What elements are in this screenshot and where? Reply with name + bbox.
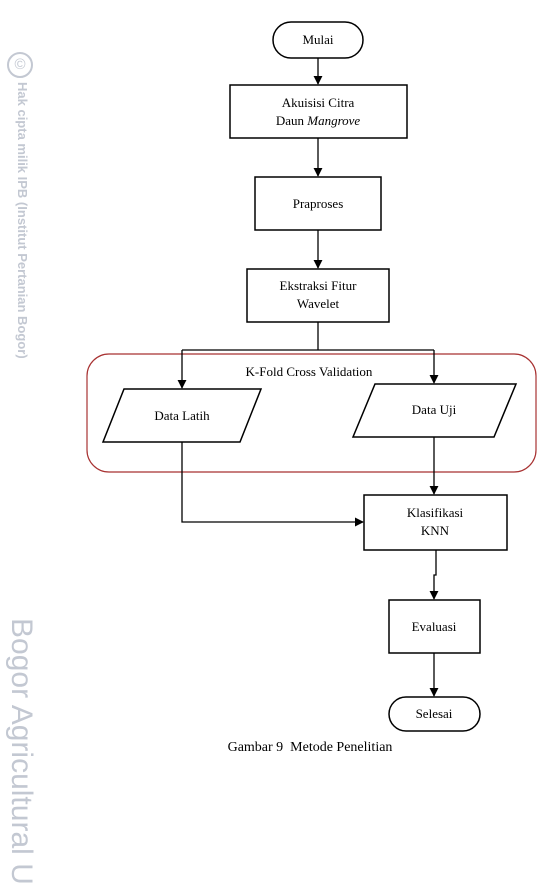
classify-label-line2: KNN (421, 523, 450, 538)
start-label: Mulai (302, 32, 333, 47)
figure-caption: Gambar 9 Metode Penelitian (227, 740, 393, 755)
test-data-label: Data Uji (412, 402, 457, 417)
test-data-io (351, 383, 518, 438)
acquisition-label-line2: Daun Mangrove (276, 113, 361, 128)
kfold-group-label: K-Fold Cross Validation (246, 364, 373, 379)
connectors (177, 58, 439, 697)
acquisition-process (229, 84, 408, 139)
preprocess-label: Praproses (293, 196, 344, 211)
train-data-label: Data Latih (154, 408, 210, 423)
extraction-process (246, 268, 390, 323)
start-terminator (272, 21, 364, 59)
evaluate-process (388, 599, 481, 654)
kfold-group-box (86, 353, 537, 473)
edge-train-to-classify (181, 442, 364, 527)
acquisition-label: Akuisisi Citra (282, 95, 355, 110)
classify-process (363, 494, 508, 551)
extraction-label: Ekstraksi Fitur (280, 278, 358, 293)
train-data-io (101, 388, 263, 443)
preprocess-process (254, 176, 382, 231)
classify-label: Klasifikasi (407, 505, 464, 520)
evaluate-label: Evaluasi (412, 619, 457, 634)
edge-classify-to-evaluate (429, 550, 439, 600)
end-label: Selesai (416, 706, 453, 721)
end-terminator (388, 696, 481, 732)
extraction-label-line2: Wavelet (297, 296, 340, 311)
